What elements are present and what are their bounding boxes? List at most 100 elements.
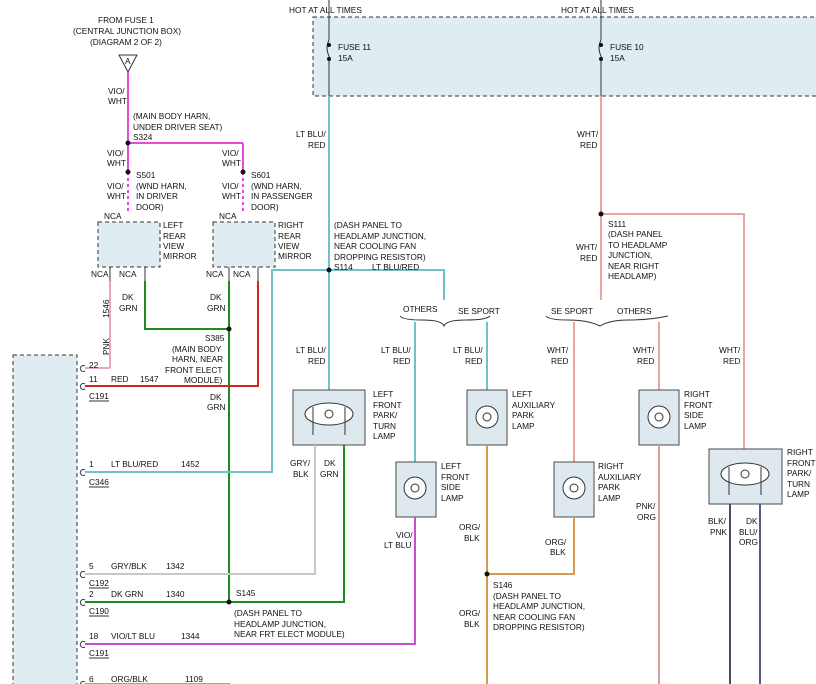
option-brace-right xyxy=(545,315,669,327)
splice-s111-label: S111 xyxy=(608,219,627,229)
wire-label-dk-3: DK xyxy=(210,392,222,402)
pin-18-color: VIO/LT BLU xyxy=(111,631,155,641)
pin-2-circuit: 1340 xyxy=(166,589,185,599)
splice-s114-desc-2: HEADLAMP JUNCTION, xyxy=(334,231,426,241)
wire-label-pnkorg-2: ORG xyxy=(637,512,656,522)
left-front-side-bulb xyxy=(403,476,427,500)
fuse10-element xyxy=(598,39,602,57)
wire-lt-blu-red-1452 xyxy=(85,269,329,473)
pin-11-circuit: 1547 xyxy=(140,374,159,384)
wire-label-org-3: ORG/ xyxy=(459,608,481,618)
wire-label-ltblu-3: LT BLU/ xyxy=(381,345,411,355)
rfp-label-4: TURN xyxy=(787,479,810,489)
source-label-2: (CENTRAL JUNCTION BOX) xyxy=(73,26,181,36)
option-sesport-left: SE SPORT xyxy=(458,306,500,316)
harn-label-2: UNDER DRIVER SEAT) xyxy=(133,122,223,132)
wire-gry-blk-1342 xyxy=(85,445,316,575)
pin-6-color: ORG/BLK xyxy=(111,674,148,684)
fuse10-amp: 15A xyxy=(610,53,625,63)
wire-label-dkbluorg-3: ORG xyxy=(739,537,758,547)
lap-label-2: AUXILIARY xyxy=(512,400,556,410)
splice-s601 xyxy=(240,169,246,175)
pin-1: 1 xyxy=(89,459,94,469)
wire-label-vio: VIO/ xyxy=(108,86,125,96)
pin-1-circuit: 1452 xyxy=(181,459,200,469)
splice-s601-label: S601 xyxy=(251,170,271,180)
pin-5-color: GRY/BLK xyxy=(111,561,147,571)
splice-s501-desc-2: IN DRIVER xyxy=(136,191,178,201)
wire-label-wht-2: WHT xyxy=(107,158,126,168)
wire-label-red-1: RED xyxy=(308,140,326,150)
wire-label-blk-4: BLK xyxy=(464,619,480,629)
connector-c191-a: C191 xyxy=(89,391,109,401)
wire-label-vio-2: VIO/ xyxy=(107,148,124,158)
fuse10-label: FUSE 10 xyxy=(610,42,644,52)
lfp-label-3: PARK/ xyxy=(373,410,398,420)
wire-lt-blu-red-branch xyxy=(329,269,445,300)
pin-11: 11 xyxy=(89,374,98,384)
lfs-label-1: LEFT xyxy=(441,461,461,471)
wire-label-grn-3: GRN xyxy=(207,402,225,412)
splice-s111 xyxy=(598,211,604,217)
rap-label-1: RIGHT xyxy=(598,461,624,471)
lfp-label-1: LEFT xyxy=(373,389,393,399)
wire-label-red-3: RED xyxy=(393,356,411,366)
splice-s111-desc-2: TO HEADLAMP xyxy=(608,240,668,250)
wire-label-wht-7: WHT/ xyxy=(576,242,598,252)
lfs-label-2: FRONT xyxy=(441,472,470,482)
right-aux-park-filament xyxy=(569,483,579,493)
pin-11-color: RED xyxy=(111,374,129,384)
left-mirror-label-2: REAR xyxy=(163,231,186,241)
splice-s385-desc-4: MODULE) xyxy=(184,375,222,385)
left-mirror-label-3: VIEW xyxy=(163,241,184,251)
connector-c191-b: C191 xyxy=(89,648,109,658)
rfs-label-1: RIGHT xyxy=(684,389,710,399)
left-aux-park-filament xyxy=(482,412,492,422)
hot-label-1: HOT AT ALL TIMES xyxy=(289,5,362,15)
left-front-park-filament xyxy=(324,409,334,419)
left-front-side-filament xyxy=(410,483,420,493)
splice-s146-desc-1: (DASH PANEL TO xyxy=(493,591,561,601)
fuse11-terminal-top xyxy=(327,43,331,47)
splice-s501-desc-1: (WND HARN, xyxy=(136,181,187,191)
fuse10-terminal-bottom xyxy=(599,57,603,61)
wire-label-vio-6: VIO/ xyxy=(396,530,413,540)
wire-label-red-6: RED xyxy=(580,253,598,263)
wire-label-grn-1: GRN xyxy=(119,303,137,313)
wire-label-blkpnk-2: PNK xyxy=(710,527,728,537)
wire-label-red-2: RED xyxy=(308,356,326,366)
lfp-label-5: LAMP xyxy=(373,431,396,441)
splice-s324 xyxy=(125,140,131,146)
wire-wht-red-right-park xyxy=(601,213,745,474)
splice-s111-desc-1: (DASH PANEL xyxy=(608,229,663,239)
splice-s114-desc-4: DROPPING RESISTOR) xyxy=(334,252,426,262)
splice-s146 xyxy=(484,571,490,577)
left-mirror-nca-2: NCA xyxy=(119,269,137,279)
wire-label-org-1: ORG/ xyxy=(459,522,481,532)
right-aux-park-bulb xyxy=(562,476,586,500)
rfp-label-3: PARK/ xyxy=(787,468,812,478)
right-mirror-label-3: VIEW xyxy=(278,241,299,251)
left-rear-view-mirror xyxy=(97,221,161,268)
wire-label-ltblu-1: LT BLU/ xyxy=(296,129,326,139)
right-front-park-leads xyxy=(728,467,762,495)
hot-label-2: HOT AT ALL TIMES xyxy=(561,5,634,15)
connector-a-label: A xyxy=(125,56,131,66)
rap-label-3: PARK xyxy=(598,482,620,492)
splice-s501-desc-3: DOOR) xyxy=(136,202,164,212)
lap-label-3: PARK xyxy=(512,410,534,420)
wire-label-red-4: RED xyxy=(465,356,483,366)
splice-s114-desc-1: (DASH PANEL TO xyxy=(334,220,402,230)
mirror-pin-stubs xyxy=(109,267,259,281)
wire-label-red-8: RED xyxy=(637,356,655,366)
module-pin-markers xyxy=(79,365,86,684)
pin-5-circuit: 1342 xyxy=(166,561,185,571)
pin-18: 18 xyxy=(89,631,99,641)
splice-s385 xyxy=(226,326,232,332)
splice-s601-desc-1: (WND HARN, xyxy=(251,181,302,191)
wire-label-grn-4: GRN xyxy=(320,469,338,479)
connector-c192: C192 xyxy=(89,578,109,588)
wire-label-wht-10: WHT/ xyxy=(719,345,741,355)
left-aux-park-bulb xyxy=(475,405,499,429)
